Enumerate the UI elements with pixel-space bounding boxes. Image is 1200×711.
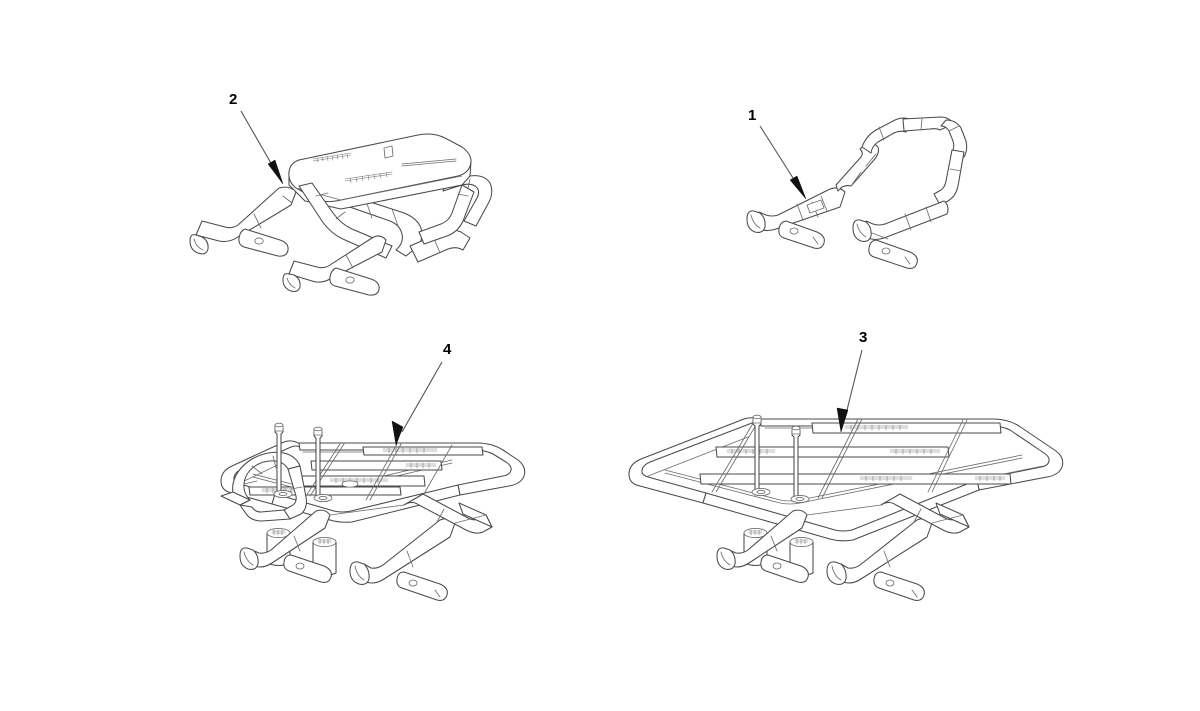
support-tube <box>239 509 331 570</box>
callout-leader-4 <box>391 361 443 446</box>
callout-leaders <box>240 110 863 446</box>
rack-slat <box>362 446 484 456</box>
washer-hole <box>278 491 288 497</box>
rack-slat <box>248 486 402 496</box>
socket-bolt <box>313 426 323 499</box>
mounting-tab <box>873 571 925 601</box>
mounting-tab <box>396 571 448 601</box>
callout-leader-1 <box>759 125 807 200</box>
washer <box>751 487 771 497</box>
washer <box>341 480 359 488</box>
socket-bolt <box>791 425 801 501</box>
callout-number-2: 2 <box>229 91 238 108</box>
mounting-tab <box>283 554 332 583</box>
support-tube <box>195 186 297 243</box>
tube-end <box>282 273 301 293</box>
part-4-rack-with-backrest-assembly <box>220 422 526 601</box>
callout-leader-2 <box>240 110 284 185</box>
rack-strut <box>880 493 970 534</box>
callout-number-1: 1 <box>748 107 757 124</box>
washer <box>273 489 293 499</box>
washer-hole <box>756 489 766 495</box>
tube-end <box>189 234 209 255</box>
rack-slat <box>811 422 1002 434</box>
washer <box>790 494 810 504</box>
support-tube <box>288 235 387 283</box>
part-3-luggage-rack-frame <box>628 414 1064 601</box>
part-2-backrest-pad-assembly <box>189 133 493 296</box>
mounting-tab <box>329 267 380 296</box>
support-tube <box>298 182 393 259</box>
plate-knurl-marks <box>344 171 393 184</box>
washer-hole <box>318 495 328 501</box>
rack-slat <box>715 446 950 458</box>
mounting-tab <box>868 239 918 269</box>
washer-hole <box>795 496 805 502</box>
plate-knurl-marks <box>312 152 352 163</box>
mounting-tab <box>778 220 825 249</box>
socket-bolt <box>274 422 284 495</box>
rack-slat <box>310 460 443 471</box>
socket-bolt <box>752 414 762 496</box>
support-tube <box>716 509 808 570</box>
mounting-tab <box>238 228 289 257</box>
hoop-tube <box>746 116 968 242</box>
washer <box>313 493 333 503</box>
rack-slat <box>699 473 1012 485</box>
part-1-backrest-hoop <box>746 116 968 269</box>
callout-leader-3 <box>836 349 863 433</box>
callout-number-3: 3 <box>859 329 868 346</box>
backrest-hoop <box>220 451 307 522</box>
support-tube <box>418 184 475 245</box>
mounting-tab <box>760 554 809 583</box>
callout-number-4: 4 <box>443 341 452 358</box>
